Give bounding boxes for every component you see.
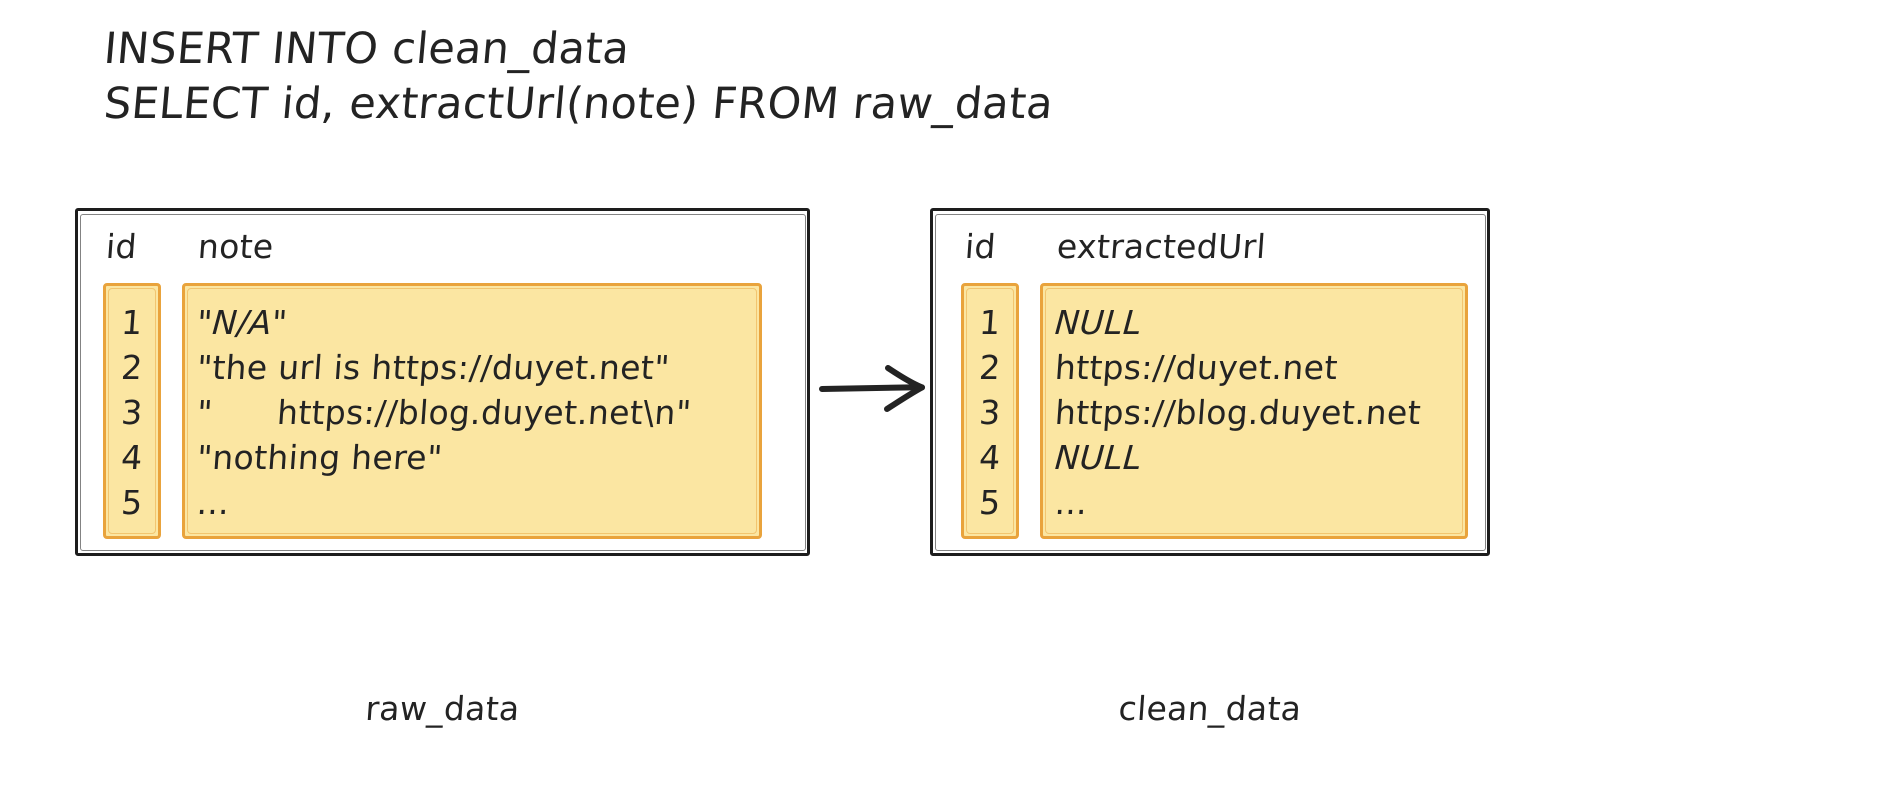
clean-url-cell: https://blog.duyet.net bbox=[1053, 393, 1423, 432]
clean-data-caption: clean_data bbox=[1117, 689, 1303, 728]
clean-url-cell: NULL bbox=[1053, 303, 1144, 342]
sql-statement-block: INSERT INTO clean_data SELECT id, extrac… bbox=[101, 22, 1304, 132]
clean-url-cell: ... bbox=[1053, 483, 1089, 522]
clean-data-table: id extractedUrl 1 2 3 4 5 NULL https://d… bbox=[930, 208, 1490, 556]
raw-note-cell: " https://blog.duyet.net\n" bbox=[195, 393, 693, 432]
raw-data-caption: raw_data bbox=[364, 689, 521, 728]
raw-data-table: id note 1 2 3 4 5 "N/A" "the url is http… bbox=[75, 208, 810, 556]
arrow-right-icon bbox=[818, 358, 930, 418]
clean-id-cell: 5 bbox=[977, 483, 1003, 522]
raw-id-cell: 3 bbox=[119, 393, 145, 432]
clean-url-column-highlight: NULL https://duyet.net https://blog.duye… bbox=[1040, 283, 1468, 539]
raw-id-cell: 2 bbox=[119, 348, 145, 387]
raw-id-cell: 5 bbox=[119, 483, 145, 522]
clean-header-extractedurl: extractedUrl bbox=[1055, 227, 1268, 266]
raw-header-id: id bbox=[104, 227, 139, 266]
clean-id-cell: 1 bbox=[977, 303, 1003, 342]
raw-note-cell: "nothing here" bbox=[195, 438, 444, 477]
clean-url-cell: NULL bbox=[1053, 438, 1144, 477]
sql-line-insert: INSERT INTO clean_data bbox=[101, 24, 632, 74]
raw-note-column-highlight: "N/A" "the url is https://duyet.net" " h… bbox=[182, 283, 762, 539]
raw-id-cell: 4 bbox=[119, 438, 145, 477]
clean-url-cell: https://duyet.net bbox=[1053, 348, 1340, 387]
raw-note-cell: "the url is https://duyet.net" bbox=[195, 348, 671, 387]
clean-id-column-highlight: 1 2 3 4 5 bbox=[961, 283, 1019, 539]
sql-line-select: SELECT id, extractUrl(note) FROM raw_dat… bbox=[101, 79, 1056, 129]
raw-note-cell: "N/A" bbox=[195, 303, 289, 342]
clean-header-id: id bbox=[963, 227, 998, 266]
clean-id-cell: 4 bbox=[977, 438, 1003, 477]
clean-id-cell: 3 bbox=[977, 393, 1003, 432]
raw-note-cell: ... bbox=[195, 483, 231, 522]
raw-id-column-highlight: 1 2 3 4 5 bbox=[103, 283, 161, 539]
raw-id-cell: 1 bbox=[119, 303, 145, 342]
raw-header-note: note bbox=[196, 227, 275, 266]
clean-id-cell: 2 bbox=[977, 348, 1003, 387]
